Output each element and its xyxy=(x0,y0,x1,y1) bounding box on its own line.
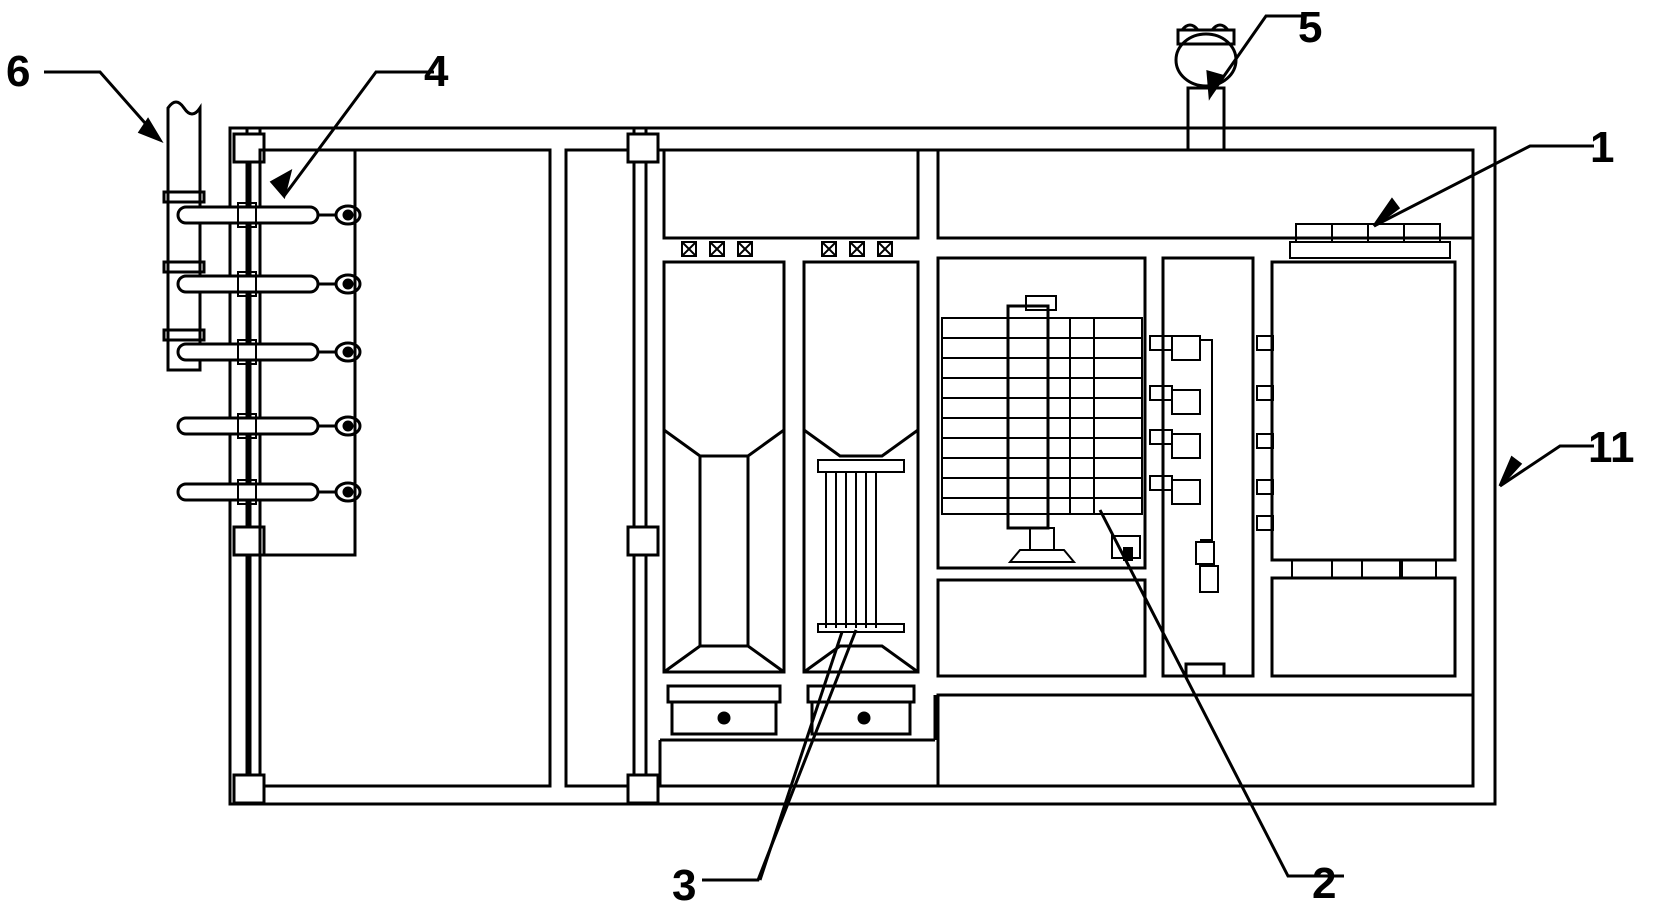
callout-leaders xyxy=(44,14,1594,882)
intake-pipe xyxy=(162,100,206,372)
callout-labels: 6 4 5 1 11 3 2 xyxy=(6,3,1635,910)
callout-label-3: 3 xyxy=(672,861,696,910)
tube-bundle-assembly xyxy=(941,295,1219,593)
callout-label-11: 11 xyxy=(1588,423,1635,472)
manifold-tube xyxy=(176,273,362,295)
filter-column-left xyxy=(662,241,786,736)
filter-column-right xyxy=(802,241,920,736)
callout-label-6: 6 xyxy=(6,47,30,96)
side-valves xyxy=(1256,335,1274,531)
manifold-tube xyxy=(176,481,362,503)
left-frame xyxy=(232,128,357,805)
callout-label-4: 4 xyxy=(424,47,449,96)
manifold-tube xyxy=(176,415,362,437)
exhaust-pipe xyxy=(1174,23,1238,152)
manifold-tube xyxy=(176,341,362,363)
manifold-tube xyxy=(176,204,362,226)
callout-label-1: 1 xyxy=(1590,123,1614,172)
manifold-tubes xyxy=(176,202,362,505)
callout-label-5: 5 xyxy=(1298,3,1322,52)
terminal-strip xyxy=(1289,223,1451,579)
middle-frame xyxy=(626,128,937,805)
callout-label-2: 2 xyxy=(1312,859,1336,908)
right-section xyxy=(936,148,1475,788)
